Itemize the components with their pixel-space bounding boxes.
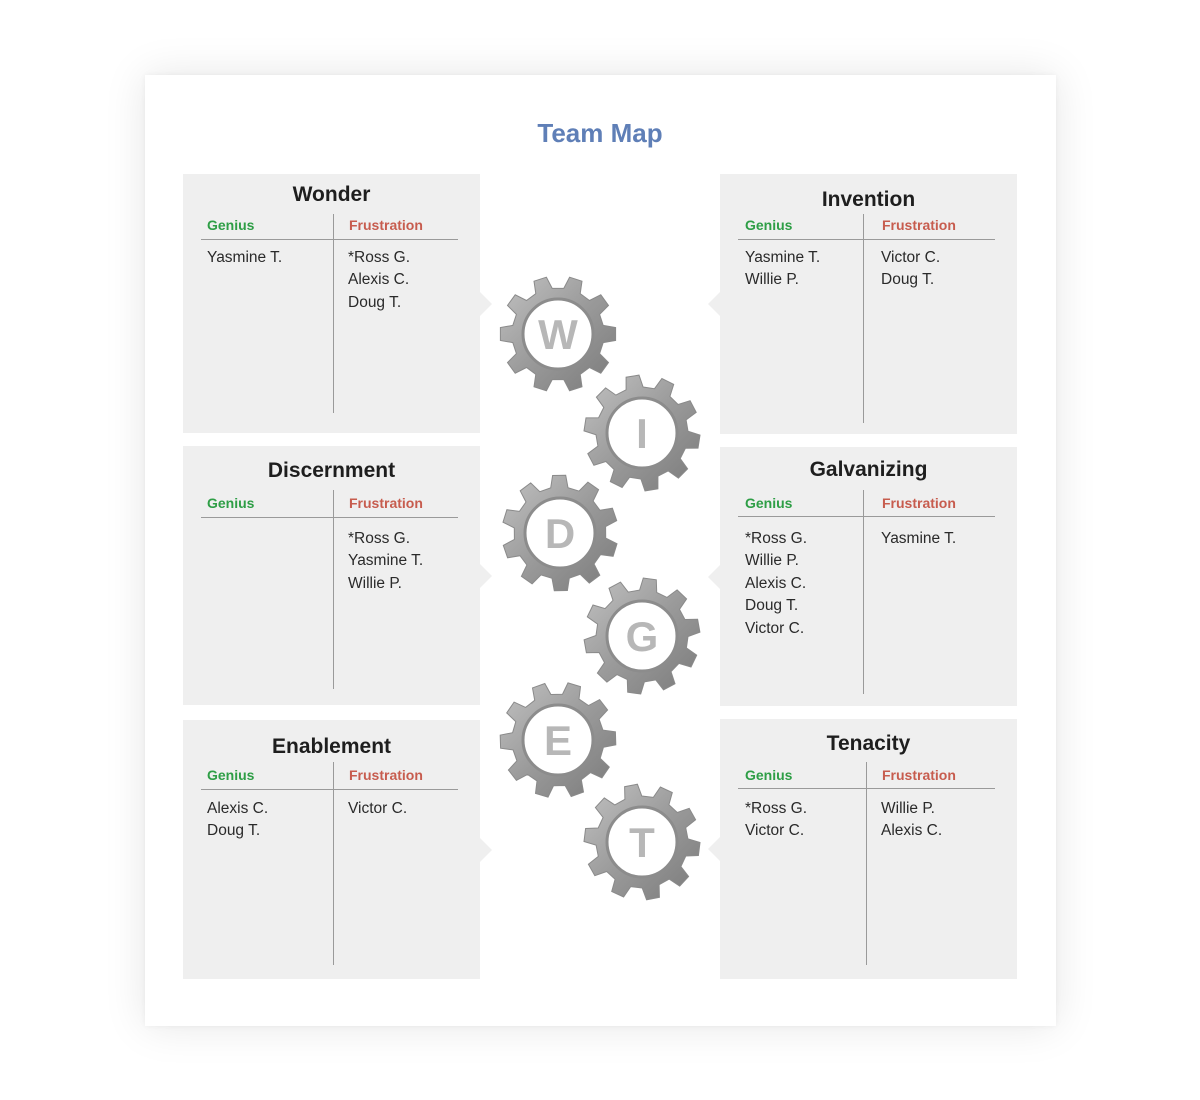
gear-letter: I: [636, 410, 648, 457]
gear-hub: [523, 496, 597, 570]
panel-title: Wonder: [292, 183, 371, 206]
gear-w: W: [499, 276, 617, 392]
header-divider: [738, 239, 995, 240]
list-item: Alexis C.: [348, 271, 410, 289]
list-item: Victor C.: [745, 822, 805, 840]
genius-list: *Ross G. Victor C.: [745, 798, 807, 843]
frustration-header: Frustration: [349, 217, 423, 233]
gear-letter: G: [626, 613, 659, 660]
frustration-list: Yasmine T.: [881, 528, 956, 550]
genius-list: Alexis C. Doug T.: [207, 798, 268, 843]
frustration-header: Frustration: [349, 495, 423, 511]
list-item: Alexis C.: [881, 822, 943, 840]
list-item: Alexis C.: [207, 800, 269, 817]
gear-i: I: [583, 374, 701, 492]
gear-hub: [605, 805, 679, 879]
list-item: *Ross G.: [348, 249, 411, 266]
list-item: Willie P.: [745, 271, 799, 289]
list-item: Doug T.: [207, 822, 261, 840]
panel-title: Invention: [821, 188, 916, 211]
column-divider: [333, 214, 334, 413]
genius-header: Genius: [207, 495, 255, 511]
list-item: Willie P.: [881, 800, 935, 817]
header-divider: [201, 789, 458, 790]
page-title: Team Map: [537, 118, 663, 148]
column-divider: [333, 762, 334, 965]
genius-header: Genius: [745, 217, 793, 233]
list-item: Yasmine T.: [745, 249, 821, 266]
frustration-list: *Ross G. Alexis C. Doug T.: [348, 247, 410, 314]
frustration-header: Frustration: [882, 495, 956, 511]
frustration-list: Victor C. Doug T.: [881, 247, 940, 292]
gear-letter: E: [544, 717, 572, 764]
gear-letter: W: [538, 311, 578, 358]
list-item: Victor C.: [745, 619, 805, 637]
list-item: Yasmine T.: [348, 552, 424, 570]
list-item: Yasmine T.: [207, 249, 283, 266]
column-divider: [863, 490, 864, 694]
column-divider: [333, 490, 334, 689]
list-item: *Ross G.: [745, 530, 808, 547]
genius-list: Yasmine T.: [207, 247, 282, 269]
genius-header: Genius: [207, 217, 255, 233]
gear-t: T: [583, 783, 701, 901]
list-item: Doug T.: [745, 597, 799, 615]
list-item: *Ross G.: [348, 530, 411, 547]
list-item: Doug T.: [348, 293, 402, 311]
list-item: Victor C.: [348, 800, 408, 817]
frustration-header: Frustration: [882, 217, 956, 233]
gear-hub: [605, 599, 679, 673]
gear-d: D: [502, 474, 618, 592]
genius-header: Genius: [745, 495, 793, 511]
gear-letter: T: [629, 819, 655, 866]
column-divider: [866, 762, 867, 965]
frustration-list: Victor C.: [348, 798, 407, 820]
list-item: *Ross G.: [745, 800, 808, 817]
panel-title: Tenacity: [826, 732, 911, 755]
header-divider: [738, 516, 995, 517]
list-item: Willie P.: [348, 574, 402, 592]
gear-letter: D: [545, 510, 575, 557]
list-item: Yasmine T.: [881, 530, 957, 547]
genius-list: *Ross G. Willie P. Alexis C. Doug T. Victor …: [745, 528, 807, 640]
panel-title: Enablement: [271, 735, 392, 758]
list-item: Victor C.: [881, 249, 941, 266]
header-divider: [201, 517, 458, 518]
column-divider: [863, 214, 864, 423]
genius-list: Yasmine T. Willie P.: [745, 247, 820, 292]
frustration-list: Willie P. Alexis C.: [881, 798, 942, 843]
list-item: Doug T.: [881, 271, 935, 289]
genius-header: Genius: [745, 767, 793, 783]
gear-e: E: [499, 682, 617, 798]
gear-g: G: [583, 577, 701, 695]
panel-title: Discernment: [267, 459, 396, 482]
list-item: Willie P.: [745, 552, 799, 570]
gear-hub: [521, 297, 595, 371]
gear-hub: [521, 703, 595, 777]
list-item: Alexis C.: [745, 574, 807, 592]
frustration-list: *Ross G. Yasmine T. Willie P.: [348, 528, 423, 595]
header-divider: [201, 239, 458, 240]
panel-title: Galvanizing: [809, 458, 928, 481]
gear-hub: [605, 396, 679, 470]
frustration-header: Frustration: [882, 767, 956, 783]
genius-header: Genius: [207, 767, 255, 783]
frustration-header: Frustration: [349, 767, 423, 783]
